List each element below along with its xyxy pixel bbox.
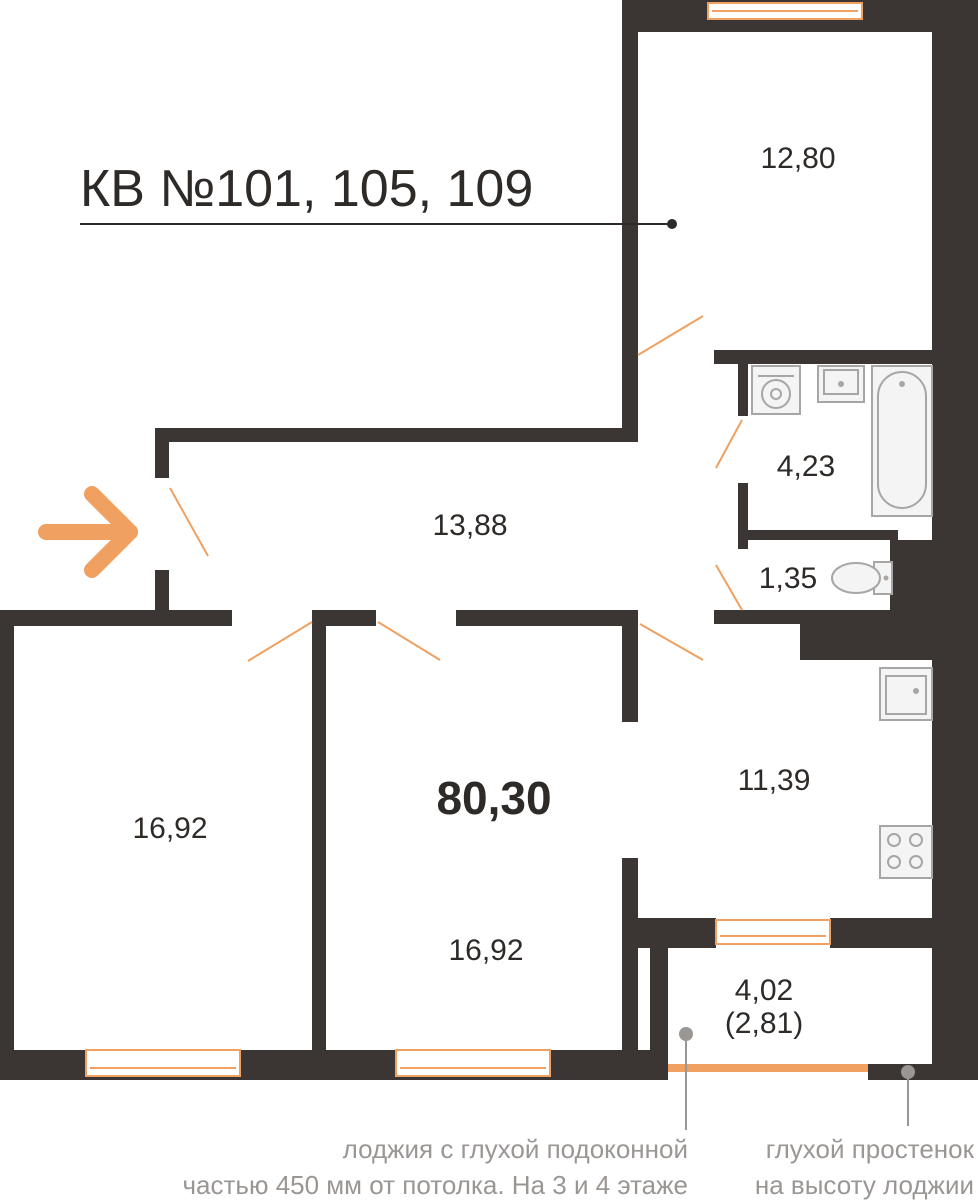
total-area: 80,30 — [436, 772, 551, 824]
room-area-bathroom: 4,23 — [777, 450, 835, 483]
room-area-kitchen: 11,39 — [738, 764, 811, 797]
room-area-hall: 13,88 — [432, 509, 507, 542]
windows — [85, 2, 868, 1077]
sink-icon — [817, 365, 865, 403]
room-area-loggia-reduced: (2,81) — [725, 1007, 803, 1040]
room-area-bedroom-top: 12,80 — [760, 142, 835, 175]
stove-icon — [879, 825, 933, 879]
room-area-loggia: 4,02 — [735, 974, 793, 1007]
loggia-note-pointer — [679, 1027, 693, 1130]
room-area-bedroom-middle: 16,92 — [448, 934, 523, 967]
loggia-note-line1: лоджия с глухой подоконной — [343, 1134, 688, 1164]
door-swings — [169, 315, 743, 662]
wall-note-pointer — [901, 1065, 915, 1126]
bathtub-icon — [871, 365, 933, 517]
kitchen-sink-icon — [879, 667, 933, 721]
entrance-arrow-icon — [38, 486, 138, 578]
washing-machine-icon — [751, 365, 801, 415]
wall-note-line2: на высоту лоджии — [755, 1170, 974, 1200]
room-area-bedroom-left: 16,92 — [132, 812, 207, 845]
title-pointer-dot — [667, 219, 677, 229]
room-area-toilet: 1,35 — [759, 562, 817, 595]
toilet-icon — [831, 561, 893, 595]
apartment-title: КВ №101, 105, 109 — [80, 160, 533, 218]
wall-note-line1: глухой простенок — [766, 1134, 975, 1164]
loggia-note-line2: частью 450 мм от потолка. На 3 и 4 этаже — [183, 1170, 688, 1200]
